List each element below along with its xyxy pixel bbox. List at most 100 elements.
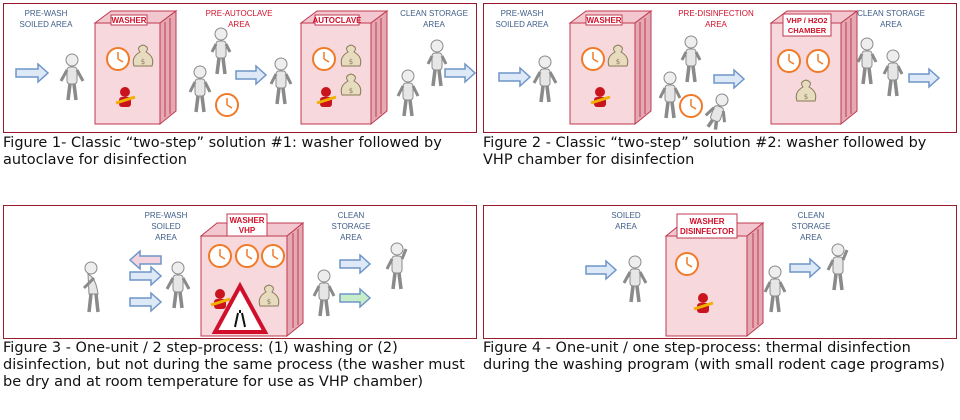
arrow-right-icon bbox=[129, 265, 163, 287]
money-bag-icon: $ bbox=[340, 44, 362, 67]
person-icon bbox=[856, 37, 878, 85]
figure-2-panel: PRE-WASH SOILED AREA PRE-DISINFECTION AR… bbox=[483, 3, 957, 133]
arrow-right-icon bbox=[908, 67, 941, 89]
arrow-right-icon bbox=[498, 66, 532, 88]
person-icon bbox=[763, 265, 787, 313]
unit-washer-label: WASHER bbox=[111, 16, 146, 25]
wrench-figure-icon bbox=[210, 289, 231, 309]
arrow-right-icon bbox=[789, 257, 822, 279]
wrench-figure-icon bbox=[316, 87, 337, 107]
zone-clean-storage-label: CLEAN bbox=[798, 211, 825, 220]
figure-4-caption: Figure 4 - One-unit / one step-process: … bbox=[483, 340, 945, 373]
money-bag-icon: $ bbox=[132, 44, 154, 67]
zone-soiled-label: SOILED bbox=[611, 211, 641, 220]
unit-autoclave-label: AUTOCLAVE bbox=[312, 16, 362, 25]
figure-1-caption: Figure 1- Classic “two-step” solution #1… bbox=[3, 135, 442, 168]
zone-prewash-label: PRE-WASH bbox=[145, 211, 188, 220]
person-icon bbox=[210, 27, 232, 75]
svg-text:$: $ bbox=[804, 93, 808, 101]
money-bag-icon: $ bbox=[795, 79, 817, 102]
zone-predisinfection-label: AREA bbox=[705, 20, 727, 29]
unit-washer-disinfector-label: DISINFECTOR bbox=[680, 227, 734, 236]
svg-text:$: $ bbox=[267, 298, 271, 306]
arrow-left-icon bbox=[128, 249, 162, 271]
person-icon bbox=[312, 269, 336, 317]
person-icon bbox=[426, 39, 448, 87]
person-icon bbox=[82, 261, 100, 313]
zone-predisinfection-label: PRE-DISINFECTION bbox=[678, 9, 754, 18]
svg-text:$: $ bbox=[616, 58, 620, 66]
figure-3-panel: PRE-WASH SOILED AREA CLEAN STORAGE AREA … bbox=[3, 205, 477, 339]
money-bag-icon: $ bbox=[340, 73, 362, 96]
person-icon bbox=[826, 243, 849, 291]
svg-text:$: $ bbox=[349, 58, 353, 66]
zone-prewash-label: PRE-WASH bbox=[501, 9, 544, 18]
arrow-right-icon bbox=[444, 62, 476, 84]
unit-vhp-chamber-label: CHAMBER bbox=[788, 26, 827, 35]
wrench-figure-icon bbox=[693, 293, 714, 313]
figure-1-panel: PRE-WASH SOILED AREA PRE-AUTOCLAVE AREA … bbox=[3, 3, 477, 133]
zone-clean-storage-label: CLEAN STORAGE bbox=[400, 9, 468, 18]
clock-icon bbox=[806, 49, 830, 73]
svg-text:$: $ bbox=[349, 87, 353, 95]
arrow-right-icon bbox=[339, 287, 372, 309]
autoclave-cabinet: AUTOCLAVE bbox=[299, 10, 389, 126]
clock-icon bbox=[312, 47, 336, 71]
zone-prewash-label: SOILED AREA bbox=[20, 20, 74, 29]
zone-prewash-label: PRE-WASH bbox=[25, 9, 68, 18]
zone-clean-storage-label: AREA bbox=[423, 20, 445, 29]
zone-clean-storage-label: AREA bbox=[880, 20, 902, 29]
zone-prewash-label: SOILED bbox=[151, 222, 181, 231]
clock-icon bbox=[106, 47, 130, 71]
arrow-right-icon bbox=[15, 62, 50, 84]
figure-2-caption: Figure 2 - Classic “two-step” solution #… bbox=[483, 135, 927, 168]
person-icon bbox=[269, 57, 293, 105]
washer-cabinet: WASHER bbox=[568, 10, 653, 126]
zone-clean-storage-label: CLEAN STORAGE bbox=[857, 9, 925, 18]
arrow-right-icon bbox=[235, 64, 268, 86]
person-icon bbox=[882, 49, 904, 97]
unit-washer-vhp-label: WASHER bbox=[229, 216, 264, 225]
zone-clean-storage-label: CLEAN bbox=[338, 211, 365, 220]
unit-washer-vhp-label: VHP bbox=[239, 226, 256, 235]
person-icon bbox=[680, 35, 702, 83]
wrench-figure-icon bbox=[115, 87, 136, 107]
clock-icon bbox=[208, 244, 232, 268]
zone-preautoclave-label: AREA bbox=[228, 20, 250, 29]
arrow-right-icon bbox=[713, 68, 746, 90]
zone-soiled-label: AREA bbox=[615, 222, 637, 231]
person-icon bbox=[532, 55, 558, 103]
washer-disinfector-cabinet: WASHER DISINFECTOR bbox=[664, 213, 765, 338]
person-icon bbox=[59, 53, 85, 101]
clock-icon bbox=[675, 252, 699, 276]
arrow-right-icon bbox=[339, 253, 372, 275]
clock-icon bbox=[679, 94, 703, 118]
svg-text:$: $ bbox=[141, 58, 145, 66]
figure-4-panel: SOILED AREA CLEAN STORAGE AREA WASHER DI… bbox=[483, 205, 957, 339]
zone-clean-storage-label: AREA bbox=[340, 233, 362, 242]
figure-3-caption: Figure 3 - One-unit / 2 step-process: (1… bbox=[3, 340, 465, 390]
warning-sign-icon bbox=[211, 281, 269, 334]
money-bag-icon: $ bbox=[258, 284, 280, 307]
wrench-figure-icon bbox=[590, 87, 611, 107]
unit-washer-disinfector-label: WASHER bbox=[689, 217, 724, 226]
washer-cabinet: WASHER bbox=[93, 10, 178, 126]
clock-icon bbox=[215, 93, 239, 117]
zone-prewash-label: AREA bbox=[155, 233, 177, 242]
arrow-right-icon bbox=[129, 291, 163, 313]
unit-washer-label: WASHER bbox=[586, 16, 621, 25]
clock-icon bbox=[235, 244, 259, 268]
person-icon bbox=[704, 93, 729, 130]
zone-preautoclave-label: PRE-AUTOCLAVE bbox=[206, 9, 273, 18]
person-icon bbox=[188, 65, 212, 113]
person-icon bbox=[658, 71, 682, 119]
person-icon bbox=[385, 242, 408, 290]
zone-clean-storage-label: AREA bbox=[800, 233, 822, 242]
clock-icon bbox=[777, 49, 801, 73]
money-bag-icon: $ bbox=[607, 44, 629, 67]
zone-clean-storage-label: STORAGE bbox=[792, 222, 831, 231]
person-icon bbox=[396, 69, 420, 117]
unit-vhp-chamber-label: VHP / H2O2 bbox=[786, 16, 827, 25]
person-icon bbox=[165, 261, 191, 309]
person-icon bbox=[622, 255, 648, 303]
